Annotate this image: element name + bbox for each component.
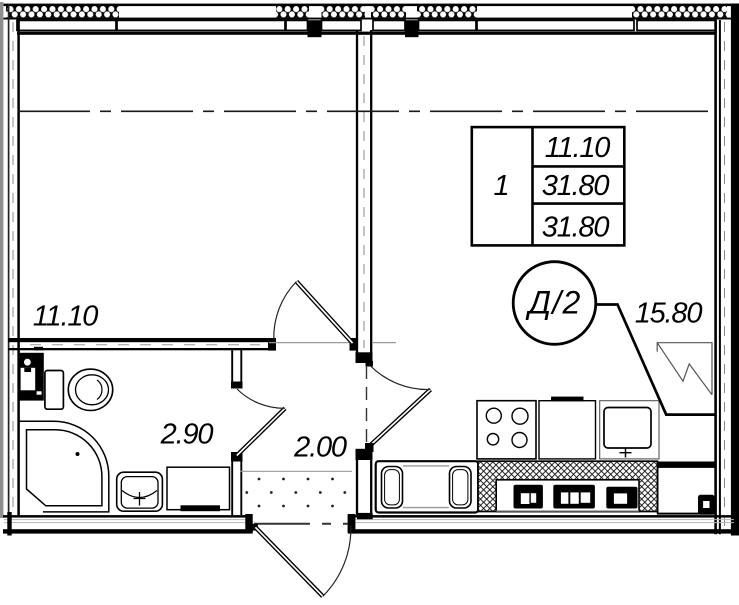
svg-text:31.80: 31.80 [542, 212, 610, 244]
svg-text:15.80: 15.80 [635, 298, 703, 330]
svg-text:11.10: 11.10 [33, 301, 98, 333]
svg-text:11.10: 11.10 [545, 132, 610, 164]
svg-text:2.90: 2.90 [160, 419, 214, 451]
svg-text:2.00: 2.00 [293, 432, 347, 464]
svg-text:Д/2: Д/2 [525, 285, 581, 321]
svg-text:1: 1 [494, 170, 509, 202]
svg-text:31.80: 31.80 [542, 170, 610, 202]
